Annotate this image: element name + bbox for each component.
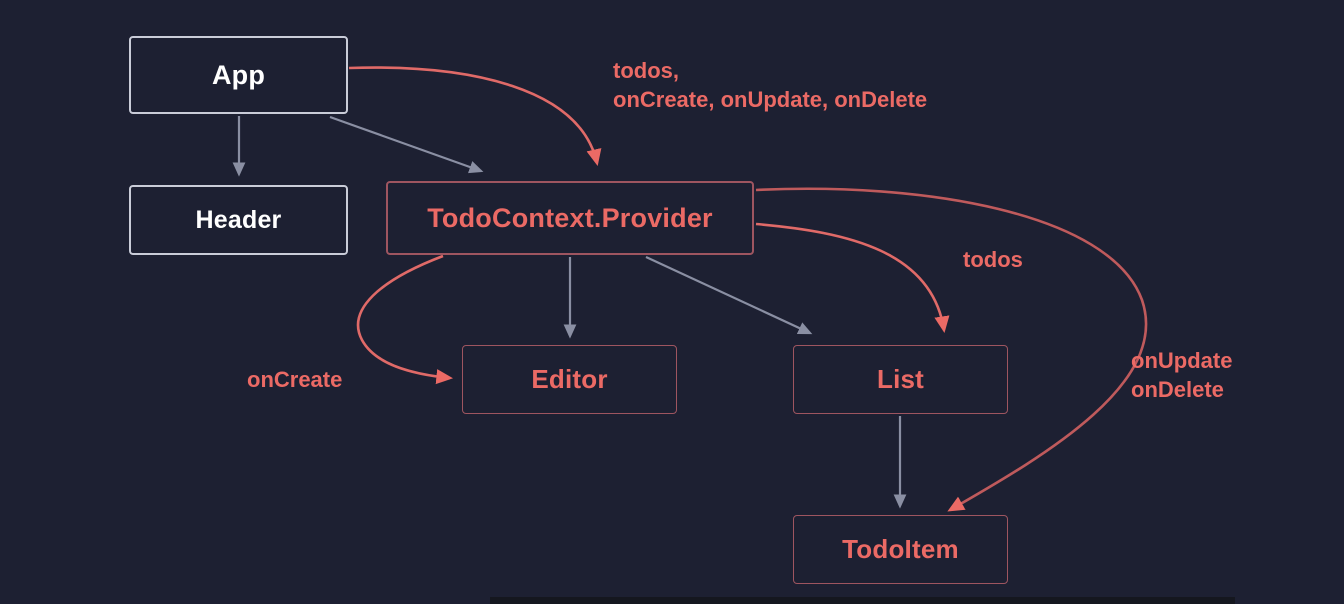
node-app[interactable]: App bbox=[129, 36, 348, 114]
node-list[interactable]: List bbox=[793, 345, 1008, 414]
edge-provider-to-todoitem-handlers bbox=[755, 187, 1148, 512]
edge-label-onupdate-ondelete-todoitem: onUpdate onDelete bbox=[1131, 348, 1233, 403]
edge-app-to-provider-props bbox=[348, 66, 602, 166]
node-todocontext-provider-label: TodoContext.Provider bbox=[427, 202, 713, 233]
node-editor[interactable]: Editor bbox=[462, 345, 677, 414]
node-todocontext-provider[interactable]: TodoContext.Provider bbox=[386, 181, 754, 255]
edge-provider-to-list-tree bbox=[645, 256, 813, 335]
node-todoitem-label: TodoItem bbox=[842, 534, 959, 564]
edge-label-oncreate-editor: onCreate bbox=[247, 367, 343, 392]
edge-provider-to-editor-oncreate bbox=[356, 254, 454, 385]
node-app-label: App bbox=[211, 59, 266, 90]
node-header-label: Header bbox=[195, 205, 282, 234]
node-header[interactable]: Header bbox=[129, 185, 348, 255]
edge-provider-to-list-todos bbox=[755, 222, 950, 333]
node-list-label: List bbox=[876, 364, 925, 394]
edge-label-props-app-provider: todos, onCreate, onUpdate, onDelete bbox=[613, 58, 928, 113]
edge-label-todos-list: todos bbox=[963, 247, 1023, 272]
bottom-strip bbox=[490, 597, 1235, 604]
node-editor-label: Editor bbox=[531, 364, 608, 394]
edge-app-to-provider-tree bbox=[329, 115, 484, 174]
node-todoitem[interactable]: TodoItem bbox=[793, 515, 1008, 584]
